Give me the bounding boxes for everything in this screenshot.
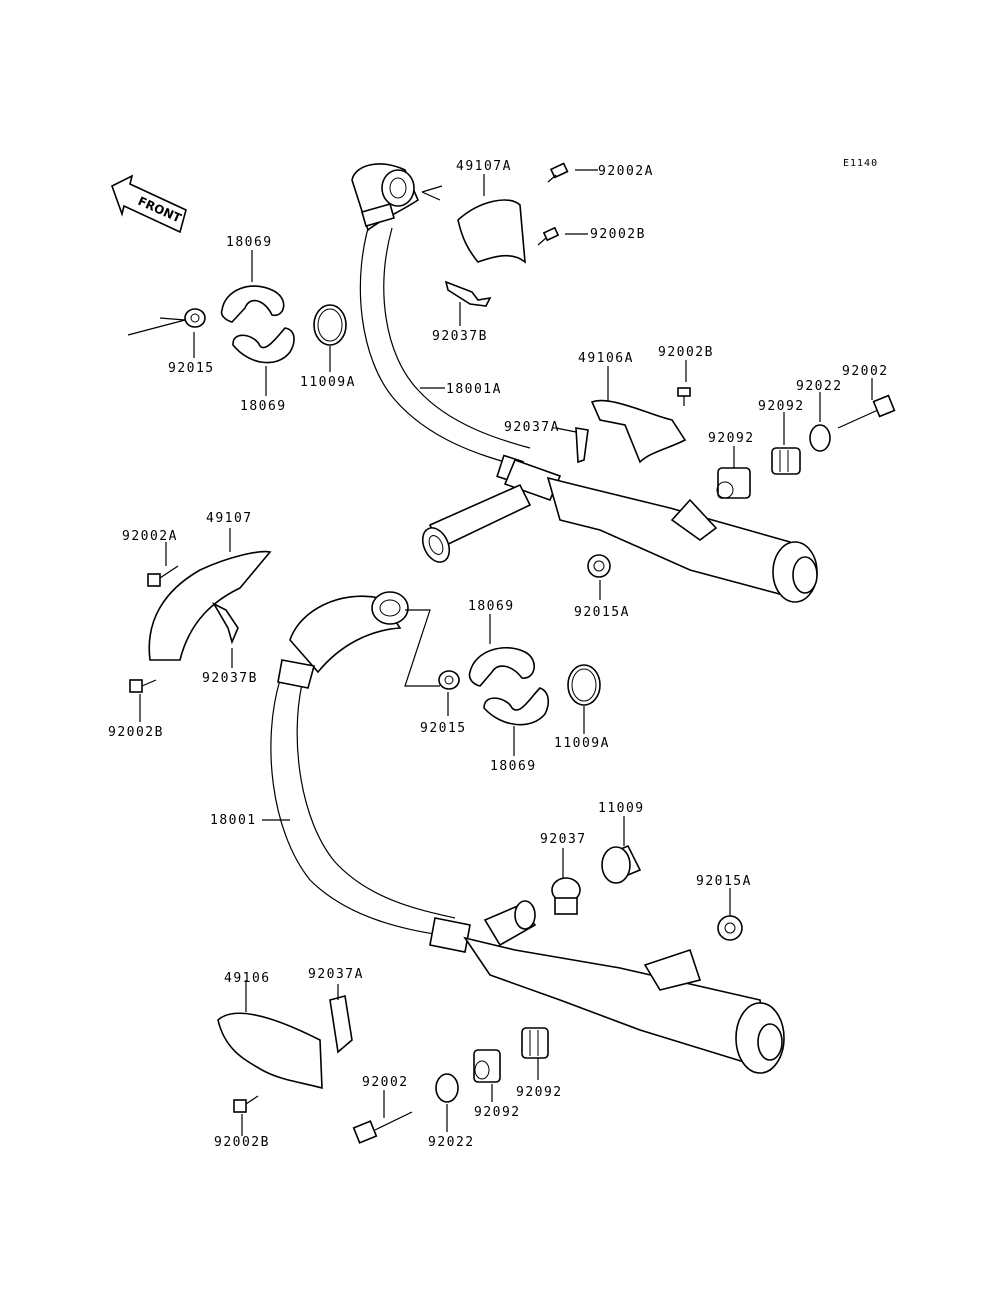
upper-exhaust-pipe-18001A [351,163,818,603]
clamp-92037A-top [575,427,589,464]
label-18069-a: 18069 [226,235,273,250]
clamp-92037A-low [329,994,353,1054]
screw-92002B-low [233,1095,259,1113]
label-92092-b: 92092 [708,431,755,446]
gasket-11009A-mid [567,664,601,706]
front-arrow-icon: FRONT [111,174,187,234]
figure-code: E1140 [843,158,878,169]
label-92037A-top: 92037A [504,420,560,435]
label-18069-d: 18069 [490,759,537,774]
heat-guard-49106 [217,1012,323,1090]
label-92015A-top: 92015A [574,605,630,620]
label-92002A-left: 92002A [122,529,178,544]
screw-92002B-left [129,679,157,693]
label-92037B-left: 92037B [202,671,258,686]
label-11009: 11009 [598,801,645,816]
bushing-92092-c [473,1049,501,1083]
label-92037: 92037 [540,832,587,847]
bushing-92092-b [716,467,751,499]
nut-92015A-low [717,915,743,941]
screw-92002B-top [537,226,560,246]
label-92022-top: 92022 [796,379,843,394]
label-92037B-top: 92037B [432,329,488,344]
label-49107A: 49107A [456,159,512,174]
sleeve-11009 [601,844,642,884]
label-92002B-top: 92002B [590,227,646,242]
label-92022-low: 92022 [428,1135,475,1150]
label-92015A-low: 92015A [696,874,752,889]
label-49107: 49107 [206,511,253,526]
label-92002-low: 92002 [362,1075,409,1090]
label-49106A: 49106A [578,351,634,366]
clamp-92037B-left [211,602,239,645]
label-11009A-top: 11009A [300,375,356,390]
screw-92002B-mid [677,387,691,406]
screw-92002A-top [547,162,569,183]
label-92002A-top: 92002A [598,164,654,179]
label-18001: 18001 [210,813,257,828]
label-11009A-mid: 11009A [554,736,610,751]
label-92037A-low: 92037A [308,967,364,982]
heat-guard-49107 [148,550,272,661]
label-18069-b: 18069 [240,399,287,414]
label-92092-a: 92092 [758,399,805,414]
flange-18069-a [220,285,285,323]
label-92002B-left: 92002B [108,725,164,740]
flange-18069-b [232,327,295,364]
label-92015-top: 92015 [168,361,215,376]
bolt-92002-low [352,1111,413,1144]
label-49106: 49106 [224,971,271,986]
label-18001A: 18001A [446,382,502,397]
nut-92015-mid [438,670,460,690]
label-92002-top: 92002 [842,364,889,379]
lower-exhaust-pipe-18001 [270,591,785,1074]
clamp-92037 [551,877,581,915]
bushing-92092-d [521,1027,549,1059]
nut-92015A-top [587,554,611,578]
washer-92022-low [435,1073,459,1103]
gasket-11009A-top [313,304,347,346]
label-92002B-low: 92002B [214,1135,270,1150]
leader-lines [139,169,873,1136]
clamp-92037B-top [444,280,492,307]
label-18069-c: 18069 [468,599,515,614]
bolt-92002-top [837,394,896,429]
label-92015-mid: 92015 [420,721,467,736]
heat-guard-49106A [590,399,687,464]
nut-92015-top [184,308,206,328]
screw-92002A-left [147,565,179,587]
washer-92022-top [809,424,831,452]
label-92092-c: 92092 [516,1085,563,1100]
bushing-92092-a [771,447,801,475]
heat-guard-49107A [457,199,526,264]
flange-18069-c [468,647,535,687]
label-92092-d: 92092 [474,1105,521,1120]
flange-18069-d [483,687,550,726]
label-92002B-mid: 92002B [658,345,714,360]
